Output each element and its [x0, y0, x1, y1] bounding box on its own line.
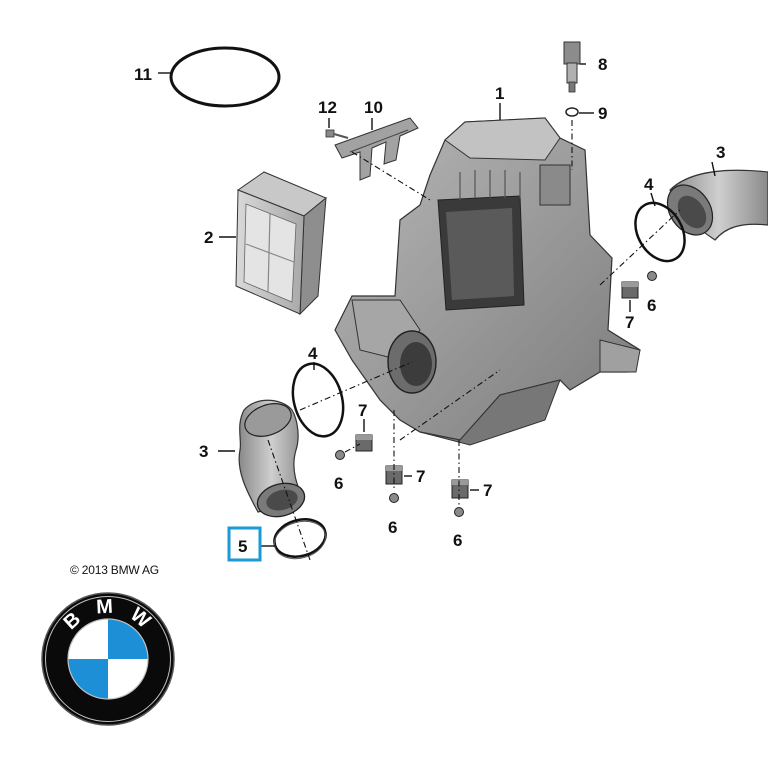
callout-12[interactable]: 12 — [318, 98, 337, 117]
callout-8[interactable]: 8 — [598, 55, 607, 74]
callout-7-left[interactable]: 7 — [358, 401, 367, 420]
part-6-screw-center-left — [389, 493, 399, 503]
copyright-notice: © 2013 BMW AG — [70, 563, 159, 577]
callout-2[interactable]: 2 — [204, 228, 213, 247]
part-4-seal-ring-upper — [634, 201, 686, 263]
part-1-air-filter-housing — [334, 117, 641, 446]
part-7-rubber-mount-right — [621, 281, 639, 299]
callout-4-lower[interactable]: 4 — [308, 344, 318, 363]
callout-labels: 11 1 12 10 8 9 3 4 2 6 7 4 7 3 7 7 6 6 6… — [134, 55, 725, 562]
callout-6-center-right[interactable]: 6 — [453, 531, 462, 550]
part-3-intake-tube-upper — [666, 169, 768, 241]
callout-7-center-left[interactable]: 7 — [416, 467, 425, 486]
part-11-o-ring — [169, 46, 281, 108]
callout-3-upper[interactable]: 3 — [716, 143, 725, 162]
callout-7-center-right[interactable]: 7 — [483, 481, 492, 500]
callout-5-highlight-box — [227, 526, 262, 562]
part-8-sensor — [563, 41, 581, 93]
callout-6-left[interactable]: 6 — [334, 474, 343, 493]
callout-10[interactable]: 10 — [364, 98, 383, 117]
part-6-screw-left — [335, 450, 345, 460]
callout-9[interactable]: 9 — [598, 104, 607, 123]
part-7-rubber-mount-left — [355, 434, 373, 452]
part-6-screw-right — [647, 271, 657, 281]
callout-7-right[interactable]: 7 — [625, 313, 634, 332]
part-10-bracket — [334, 117, 419, 181]
part-4-seal-ring-lower — [291, 362, 345, 438]
callout-6-right[interactable]: 6 — [647, 296, 656, 315]
part-3-intake-tube-lower — [238, 399, 306, 518]
callout-6-center-left[interactable]: 6 — [388, 518, 397, 537]
logo-letter-m: M — [96, 596, 116, 619]
part-9-seal — [565, 107, 579, 117]
assembly-axis-lines — [267, 120, 681, 561]
part-12-screw — [325, 129, 349, 139]
callout-11[interactable]: 11 — [134, 65, 152, 84]
part-2-filter-element — [235, 171, 327, 316]
part-7-rubber-mount-center-right — [451, 479, 469, 499]
exploded-parts-diagram: 11 1 12 10 8 9 3 4 2 6 7 4 7 3 7 7 6 6 6… — [134, 41, 768, 562]
part-5-hose-clamp — [273, 518, 327, 560]
part-6-screw-center-right — [454, 507, 464, 517]
callout-5[interactable]: 5 — [238, 537, 247, 556]
callout-leader-lines — [158, 63, 716, 547]
callout-3-lower[interactable]: 3 — [199, 442, 208, 461]
callout-1[interactable]: 1 — [495, 84, 504, 103]
callout-4-upper[interactable]: 4 — [644, 175, 654, 194]
